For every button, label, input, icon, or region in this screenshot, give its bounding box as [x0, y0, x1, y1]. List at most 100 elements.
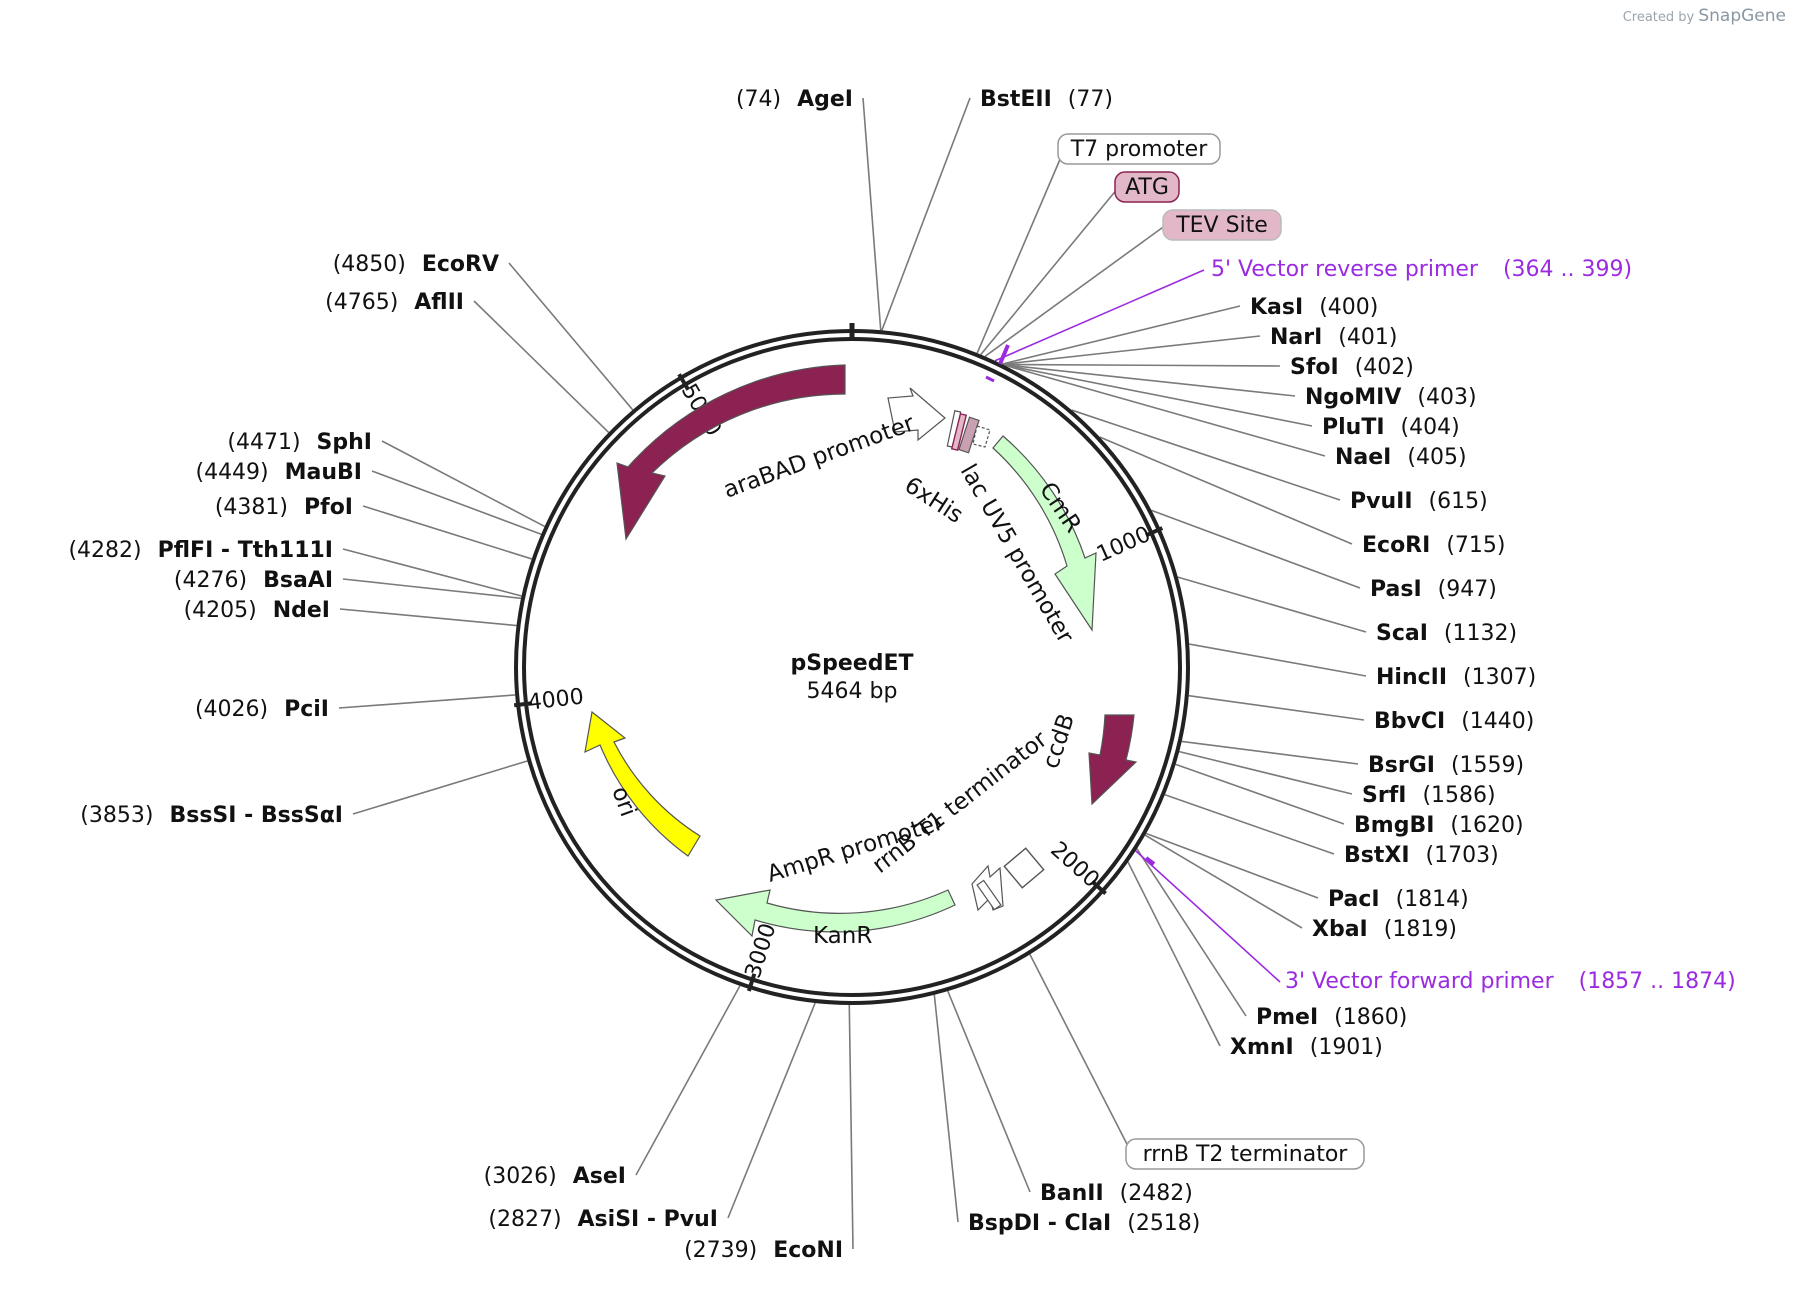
- kanr-end-box: [976, 879, 1002, 911]
- site-label-naei[interactable]: NaeI(405): [1335, 445, 1467, 470]
- site-leader: [1002, 335, 1261, 366]
- site-label-sfoi[interactable]: SfoI(402): [1290, 355, 1414, 380]
- boxed-labels: T7 promoter ATG TEV Site rrnB T2 termina…: [1057, 133, 1365, 1170]
- ori-arrow[interactable]: [584, 710, 701, 857]
- site-label-pfoi[interactable]: (4381)PfoI: [215, 495, 353, 520]
- plasmid-name: pSpeedET: [791, 651, 914, 676]
- tick-mark: [1145, 526, 1164, 538]
- atg-box[interactable]: [950, 412, 968, 452]
- rrnb-t2-terminator-label: rrnB T2 terminator: [1143, 1142, 1349, 1167]
- site-leader: [1002, 363, 1281, 367]
- site-label-pluti[interactable]: PluTI(404): [1322, 415, 1460, 440]
- site-label-sphi[interactable]: (4471)SphI: [227, 430, 372, 455]
- site-label-nari[interactable]: NarI(401): [1270, 325, 1397, 350]
- tev-site-leader: [984, 224, 1167, 357]
- tick-label: 4000: [527, 684, 585, 715]
- site-label-bbvci[interactable]: BbvCI(1440): [1374, 709, 1534, 734]
- site-leader: [338, 694, 516, 709]
- site-label-xmni[interactable]: XmnI(1901): [1230, 1035, 1383, 1060]
- site-label-econi[interactable]: (2739)EcoNI: [684, 1238, 843, 1263]
- reverse-primer-mark[interactable]: [998, 344, 1010, 365]
- forward-primer-range: (1857 .. 1874): [1579, 969, 1736, 994]
- site-label-srfi[interactable]: SrfI(1586): [1362, 783, 1496, 808]
- site-label-xbai[interactable]: XbaI(1819): [1312, 917, 1457, 942]
- site-leader: [727, 1002, 816, 1219]
- tev-site-box[interactable]: [958, 416, 980, 454]
- lac-uv5-promoter-arrow[interactable]: [972, 425, 991, 448]
- site-leader: [342, 578, 522, 600]
- forward-primer-label[interactable]: 3' Vector forward primer (1857 .. 1874): [1285, 969, 1736, 994]
- site-label-bsrgi[interactable]: BsrGI(1559): [1368, 753, 1524, 778]
- his-tag-label: 6xHis: [900, 472, 968, 529]
- site-label-bsteii[interactable]: BstEII(77): [980, 87, 1113, 112]
- t7-promoter-box[interactable]: T7 promoter: [1057, 133, 1221, 165]
- t7-promoter-label: T7 promoter: [1070, 137, 1208, 162]
- site-label-banii[interactable]: BanII(2482): [1040, 1181, 1193, 1206]
- site-label-kasi[interactable]: KasI(400): [1250, 295, 1378, 320]
- rrnb-t2-leader: [1029, 954, 1131, 1151]
- forward-primer-mark[interactable]: [1144, 856, 1156, 866]
- site-label-bsaai[interactable]: (4276)BsaAI: [174, 568, 333, 593]
- site-leader: [1099, 436, 1353, 545]
- cmr-arrow[interactable]: [992, 435, 1097, 632]
- site-label-pmei[interactable]: PmeI(1860): [1256, 1005, 1407, 1030]
- snapgene-credit: Created by SnapGene: [1623, 6, 1786, 26]
- site-label-pcii[interactable]: (4026)PciI: [195, 697, 329, 722]
- credit-brand: SnapGene: [1698, 6, 1786, 26]
- site-leader: [1071, 409, 1341, 501]
- site-leader: [381, 440, 545, 528]
- site-leader: [371, 470, 542, 535]
- atg-leader: [980, 187, 1119, 356]
- site-leader: [352, 760, 528, 815]
- reverse-primer-leader: [994, 269, 1205, 362]
- tick-label: 1000: [1093, 522, 1154, 568]
- site-label-bstxi[interactable]: BstXI(1703): [1344, 843, 1499, 868]
- site-label-maubi[interactable]: (4449)MauBI: [195, 460, 362, 485]
- site-label-pasi[interactable]: PasI(947): [1370, 577, 1497, 602]
- site-leader: [862, 97, 882, 331]
- site-leader: [947, 990, 1031, 1193]
- site-label-paci[interactable]: PacI(1814): [1328, 887, 1469, 912]
- kanr-arrow[interactable]: [714, 889, 956, 938]
- site-leader: [933, 994, 959, 1223]
- site-label-bsssi-bsss-i[interactable]: (3853)BssSI - BssSαI: [80, 803, 343, 828]
- site-leader: [1175, 763, 1345, 825]
- reverse-primer-label[interactable]: 5' Vector reverse primer (364 .. 399): [1211, 257, 1632, 282]
- arabad-promoter-arrow[interactable]: [887, 387, 946, 442]
- small-features: [887, 344, 1156, 912]
- tick-mark: [677, 373, 690, 391]
- site-leader: [1179, 750, 1353, 795]
- rrnb-t1-terminator-box[interactable]: [1003, 847, 1045, 889]
- site-label-asei[interactable]: (3026)AseI: [484, 1164, 626, 1189]
- site-leader: [1136, 848, 1247, 1017]
- site-label-bspdi-clai[interactable]: BspDI - ClaI(2518): [968, 1211, 1200, 1236]
- site-leader: [1144, 834, 1303, 929]
- atg-label-box[interactable]: ATG: [1114, 171, 1180, 203]
- site-label-aflii[interactable]: (4765)AflII: [325, 290, 464, 315]
- tev-site-label-box[interactable]: TEV Site: [1162, 209, 1282, 241]
- ccdb-arrow[interactable]: [1088, 714, 1138, 806]
- arac-arrow[interactable]: [616, 364, 846, 541]
- site-leader: [1177, 576, 1367, 633]
- rrnb-t2-terminator-box[interactable]: rrnB T2 terminator: [1125, 1138, 1365, 1170]
- site-leader: [1145, 832, 1319, 899]
- site-label-scai[interactable]: ScaI(1132): [1376, 621, 1517, 646]
- site-label-agei[interactable]: (74)AgeI: [736, 87, 853, 112]
- site-label-pvuii[interactable]: PvuII(615): [1350, 489, 1488, 514]
- forward-primer-leader: [1135, 850, 1281, 983]
- site-label-bmgbi[interactable]: BmgBI(1620): [1354, 813, 1524, 838]
- site-leader: [1003, 364, 1326, 457]
- site-label-ecorv[interactable]: (4850)EcoRV: [333, 252, 499, 277]
- site-label-pflfi-tth111i[interactable]: (4282)PflFI - Tth111I: [68, 538, 333, 563]
- site-label-ngomiv[interactable]: NgoMIV(403): [1305, 385, 1477, 410]
- site-label-ndei[interactable]: (4205)NdeI: [184, 598, 330, 623]
- reverse-primer-name: 5' Vector reverse primer: [1211, 257, 1479, 282]
- site-leader: [1003, 364, 1313, 427]
- site-label-hincii[interactable]: HincII(1307): [1376, 665, 1536, 690]
- site-label-asisi-pvui[interactable]: (2827)AsiSI - PvuI: [488, 1207, 718, 1232]
- tev-site-label: TEV Site: [1175, 213, 1268, 238]
- site-leader: [635, 985, 741, 1176]
- site-label-ecori[interactable]: EcoRI(715): [1362, 533, 1505, 558]
- site-leader: [508, 262, 634, 411]
- site-leader: [1001, 305, 1241, 365]
